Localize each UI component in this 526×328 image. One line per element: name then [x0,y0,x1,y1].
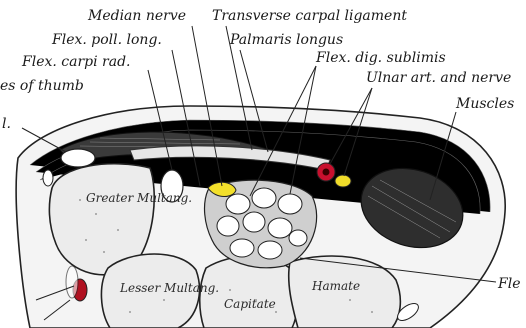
tendon [243,212,265,232]
label-hamate: Hamate [311,279,360,293]
tendon [252,188,276,208]
tendon [278,194,302,214]
label-cut-left: l. [2,116,11,132]
tendon [230,239,254,257]
tendon [217,216,239,236]
label-greater-multang: Greater Multang. [86,191,192,205]
tendon [226,194,250,214]
tendon [268,218,292,238]
label-es-of-thumb: es of thumb [0,78,84,94]
label-flex-dig-sublimis: Flex. dig. sublimis [315,50,446,66]
label-ulnar-art-and-nerve: Ulnar art. and nerve [366,70,511,86]
ulnar-artery-lumen [323,169,330,176]
label-muscles: Muscles [455,96,514,112]
label-flex-poll-long: Flex. poll. long. [51,32,162,48]
label-transverse-carpal-ligament: Transverse carpal ligament [212,8,407,24]
label-palmaris-longus: Palmaris longus [229,32,343,48]
label-capitate: Capitate [224,297,276,311]
tendon [258,241,282,259]
label-median-nerve: Median nerve [87,8,186,24]
label-lesser-multang: Lesser Multang. [119,281,219,295]
small-tendon-left [43,170,53,186]
label-flex-right: Fle [497,276,520,292]
tendon [289,230,307,246]
bone-sliver-left [66,266,78,298]
ulnar-nerve [335,175,351,187]
label-flex-carpi-rad: Flex. carpi rad. [21,54,131,70]
